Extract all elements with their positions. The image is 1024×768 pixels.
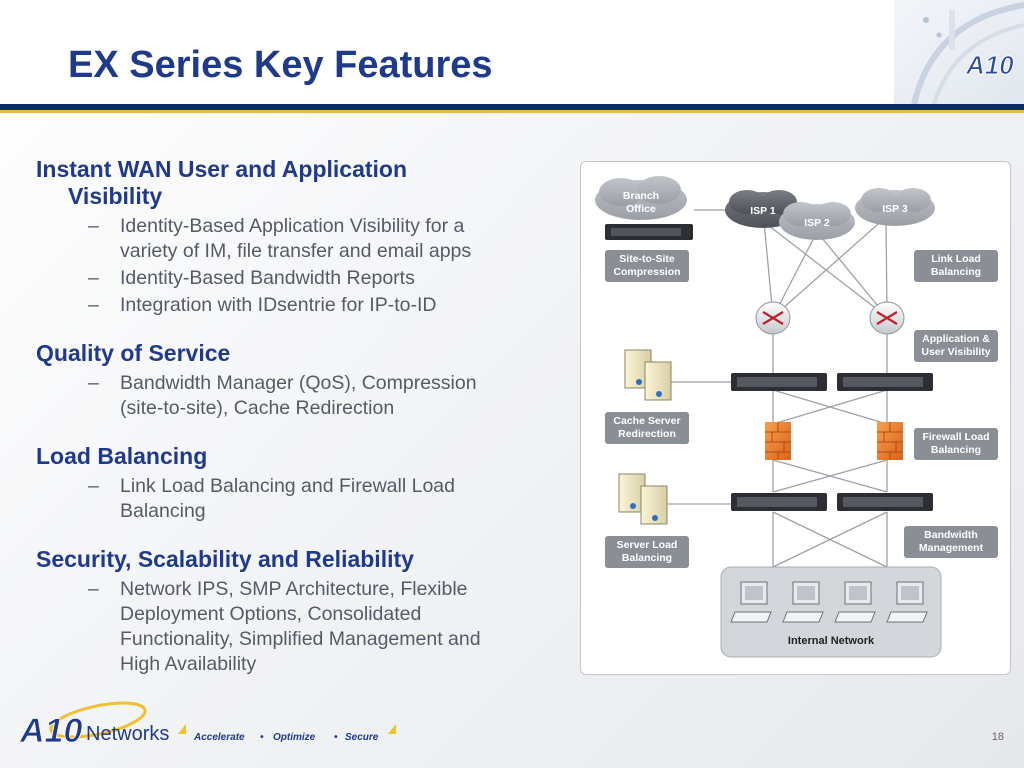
- logo-a10-mark: A10: [19, 712, 82, 750]
- ex-appliance-icon: [731, 373, 827, 391]
- computer-icon: [782, 581, 824, 623]
- ex-appliance-icon: [837, 373, 933, 391]
- section-title: Load Balancing: [36, 443, 208, 469]
- cache-server-icon: [624, 349, 672, 401]
- section-title-line: Instant WAN User and Application: [36, 156, 408, 182]
- slide-title: EX Series Key Features: [68, 44, 493, 86]
- svg-text:Compression: Compression: [613, 266, 680, 278]
- svg-text:Cache Server: Cache Server: [613, 415, 680, 427]
- isp1-label: ISP 1: [750, 205, 776, 217]
- network-diagram: Branch Office ISP 1 ISP 2 ISP 3: [580, 161, 1011, 675]
- bullet-list: –Identity-Based Application Visibility f…: [36, 214, 556, 318]
- bullet-item: –Identity-Based Bandwidth Reports: [88, 267, 415, 289]
- server-load-label: Server Load Balancing: [605, 536, 689, 568]
- app-user-visibility-label: Application & User Visibility: [914, 330, 998, 362]
- section-title-line: Visibility: [68, 183, 163, 209]
- title-rule-blue: [0, 104, 1024, 110]
- ex-appliance-icon: [731, 493, 827, 511]
- svg-text:Application &: Application &: [922, 333, 990, 345]
- svg-text:Bandwidth: Bandwidth: [924, 529, 978, 541]
- tagline-optimize: Optimize: [273, 732, 316, 743]
- title-rule-orange: [0, 110, 1024, 113]
- branch-office-label: Office: [626, 203, 656, 215]
- corner-a10-text: A10: [965, 50, 1014, 80]
- svg-text:Management: Management: [919, 542, 984, 554]
- bullet-item: –Network IPS, SMP Architecture, Flexible…: [88, 578, 481, 675]
- section-title: Quality of Service: [36, 340, 231, 366]
- internal-network-box: Internal Network: [720, 566, 942, 658]
- bullet-item: –Integration with IDsentrie for IP-to-ID: [88, 294, 437, 316]
- section-title: Instant WAN User and Application Visibil…: [36, 156, 556, 210]
- section-security: Security, Scalability and Reliability –N…: [36, 546, 556, 677]
- bandwidth-mgmt-label: Bandwidth Management: [904, 526, 998, 558]
- page-number: 18: [991, 731, 1004, 743]
- svg-text:Site-to-Site: Site-to-Site: [619, 253, 675, 265]
- svg-text:Redirection: Redirection: [618, 428, 676, 440]
- computer-icon: [730, 581, 772, 623]
- a10-networks-logo: A10 Networks Accelerate • Optimize • Sec…: [19, 701, 396, 750]
- tagline-secure: Secure: [345, 732, 379, 743]
- section-qos: Quality of Service –Bandwidth Manager (Q…: [36, 340, 556, 421]
- svg-text:Balancing: Balancing: [622, 552, 672, 564]
- link-load-label: Link Load Balancing: [914, 250, 998, 282]
- svg-text:User Visibility: User Visibility: [921, 346, 990, 358]
- branch-office-label: Branch: [623, 190, 659, 202]
- firewall-icon: [765, 422, 791, 460]
- computer-icon: [886, 581, 928, 623]
- router-icon: [869, 301, 905, 335]
- internal-network-label: Internal Network: [788, 635, 875, 647]
- corner-logo-art: A10: [894, 0, 1024, 104]
- svg-text:Server Load: Server Load: [617, 539, 678, 551]
- connection-lines: [653, 209, 888, 568]
- tagline-accelerate: Accelerate: [193, 732, 245, 743]
- section-wan-visibility: Instant WAN User and Application Visibil…: [36, 156, 556, 318]
- svg-text:Balancing: Balancing: [931, 266, 981, 278]
- svg-text:Balancing: Balancing: [931, 444, 981, 456]
- branch-appliance-icon: [605, 224, 693, 240]
- firewall-icon: [877, 422, 903, 460]
- server-icon: [618, 473, 668, 525]
- logo-networks-word: Networks: [86, 723, 169, 745]
- tagline-separator: •: [260, 732, 264, 743]
- tagline-separator: •: [334, 732, 338, 743]
- isp2-label: ISP 2: [804, 217, 830, 229]
- section-title: Security, Scalability and Reliability: [36, 546, 414, 572]
- isp2-cloud: ISP 2: [779, 202, 855, 240]
- svg-text:Link Load: Link Load: [931, 253, 981, 265]
- isp3-label: ISP 3: [882, 203, 908, 215]
- branch-office-cloud: Branch Office: [595, 176, 687, 220]
- title-bar: [0, 0, 1024, 106]
- bullet-list: –Network IPS, SMP Architecture, Flexible…: [36, 577, 556, 677]
- firewall-load-label: Firewall Load Balancing: [914, 428, 998, 460]
- isp3-cloud: ISP 3: [855, 188, 935, 226]
- site-to-site-label: Site-to-Site Compression: [605, 250, 689, 282]
- cache-server-label: Cache Server Redirection: [605, 412, 689, 444]
- svg-text:Firewall Load: Firewall Load: [922, 431, 989, 443]
- bullet-item: –Bandwidth Manager (QoS), Compression(si…: [88, 372, 477, 419]
- router-icon: [755, 301, 791, 335]
- ex-appliance-icon: [837, 493, 933, 511]
- bullet-item: –Identity-Based Application Visibility f…: [88, 215, 472, 262]
- bullet-list: –Bandwidth Manager (QoS), Compression(si…: [36, 371, 556, 421]
- section-load-balancing: Load Balancing –Link Load Balancing and …: [36, 443, 556, 524]
- network-diagram-svg: Branch Office ISP 1 ISP 2 ISP 3: [595, 176, 998, 658]
- computer-icon: [834, 581, 876, 623]
- feature-list: Instant WAN User and Application Visibil…: [36, 156, 556, 699]
